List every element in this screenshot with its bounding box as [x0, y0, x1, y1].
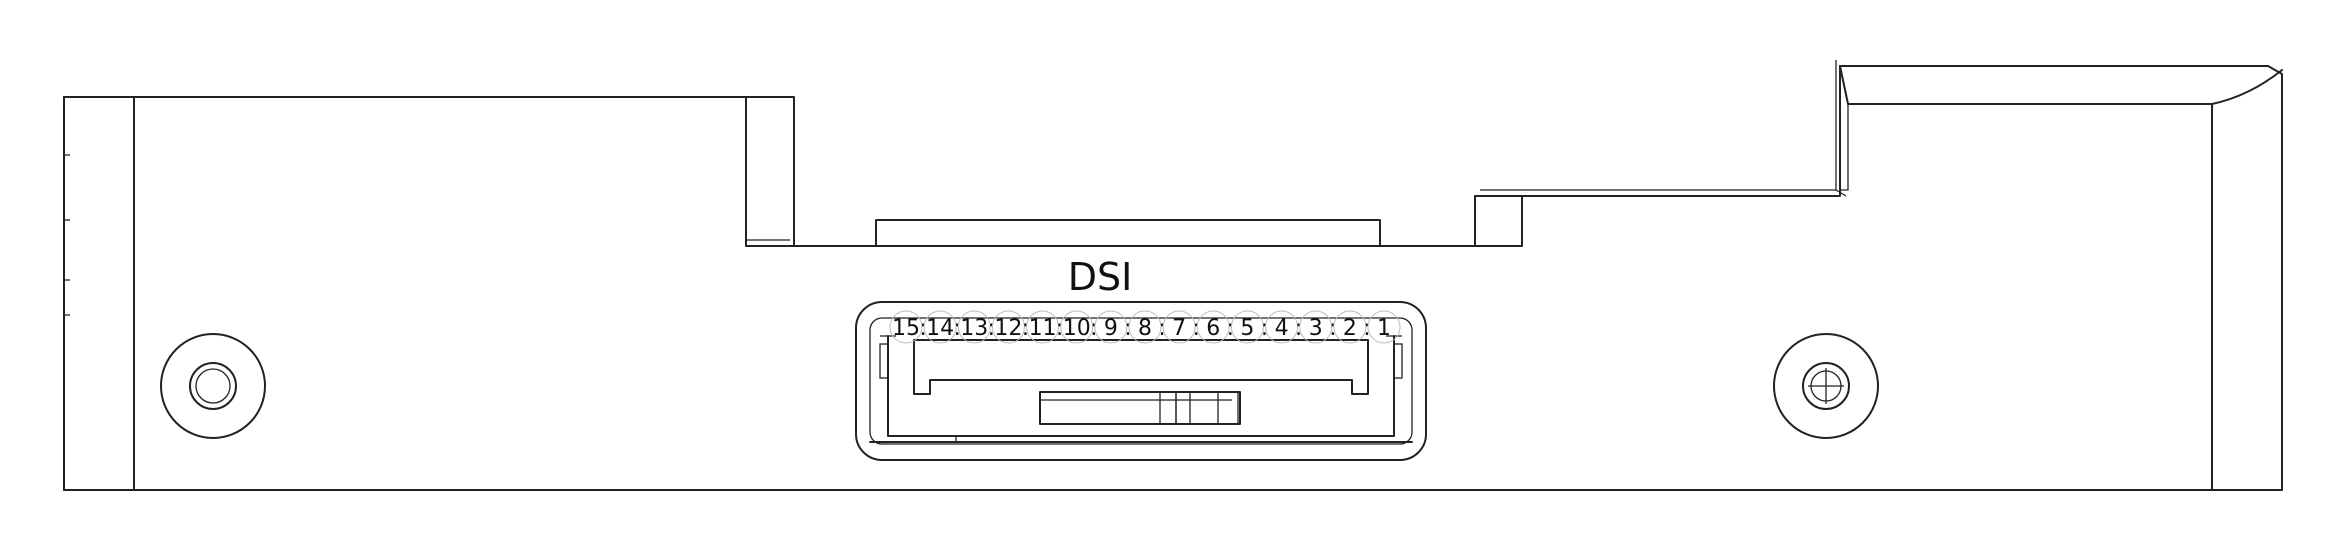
pin-number: 12 [994, 316, 1022, 341]
pin-ring [1299, 310, 1333, 344]
pin-ring [957, 310, 991, 344]
pin-ring [1026, 310, 1060, 344]
pin-ring [1333, 310, 1367, 344]
pin-number: 3 [1309, 316, 1323, 341]
right-shelf [1474, 60, 2283, 247]
pin-ring [1265, 310, 1299, 344]
pin-ring [1162, 310, 1196, 344]
pin-ring [1060, 310, 1094, 344]
pin-separator: : [1363, 316, 1370, 341]
pin-number: 11 [1029, 316, 1057, 341]
pin-ring [889, 310, 923, 344]
top-bracket [745, 96, 1381, 247]
pin-numbers: 15:14:13:12:11:10:9:8:7:6:5:4:3:2:1 [889, 310, 1401, 344]
pin-separator: : [1056, 316, 1063, 341]
pin-separator: : [1090, 316, 1097, 341]
pin-ring [991, 310, 1025, 344]
pin-separator: : [1261, 316, 1268, 341]
pin-number: 7 [1172, 316, 1186, 341]
pin-separator: : [1227, 316, 1234, 341]
pin-number: 5 [1240, 316, 1254, 341]
pin-separator: : [1329, 316, 1336, 341]
pin-separator: : [988, 316, 995, 341]
board-outline [63, 65, 2283, 491]
pin-number: 4 [1275, 316, 1289, 341]
pin-ring [1367, 310, 1401, 344]
pin-number: 15 [892, 316, 920, 341]
pin-ring [923, 310, 957, 344]
pin-separator: : [1158, 316, 1165, 341]
pin-number: 9 [1104, 316, 1118, 341]
pin-number: 1 [1377, 316, 1391, 341]
mounting-hole-left [160, 333, 266, 439]
pin-separator: : [1193, 316, 1200, 341]
pin-ring [1128, 310, 1162, 344]
pin-number: 2 [1343, 316, 1357, 341]
pin-ring [1230, 310, 1264, 344]
pin-separator: : [1124, 316, 1131, 341]
pin-number: 6 [1206, 316, 1220, 341]
dsi-label: DSI [1068, 255, 1133, 299]
pin-number: 10 [1063, 316, 1091, 341]
dsi-connector [855, 301, 1427, 461]
mounting-hole-right [1773, 333, 1879, 439]
pin-separator: : [954, 316, 961, 341]
pin-number: 14 [926, 316, 954, 341]
pin-ring [1196, 310, 1230, 344]
pin-number: 13 [960, 316, 988, 341]
pin-separator: : [1295, 316, 1302, 341]
pin-separator: : [919, 316, 926, 341]
pin-separator: : [1022, 316, 1029, 341]
pin-ring [1094, 310, 1128, 344]
pin-number: 8 [1138, 316, 1152, 341]
